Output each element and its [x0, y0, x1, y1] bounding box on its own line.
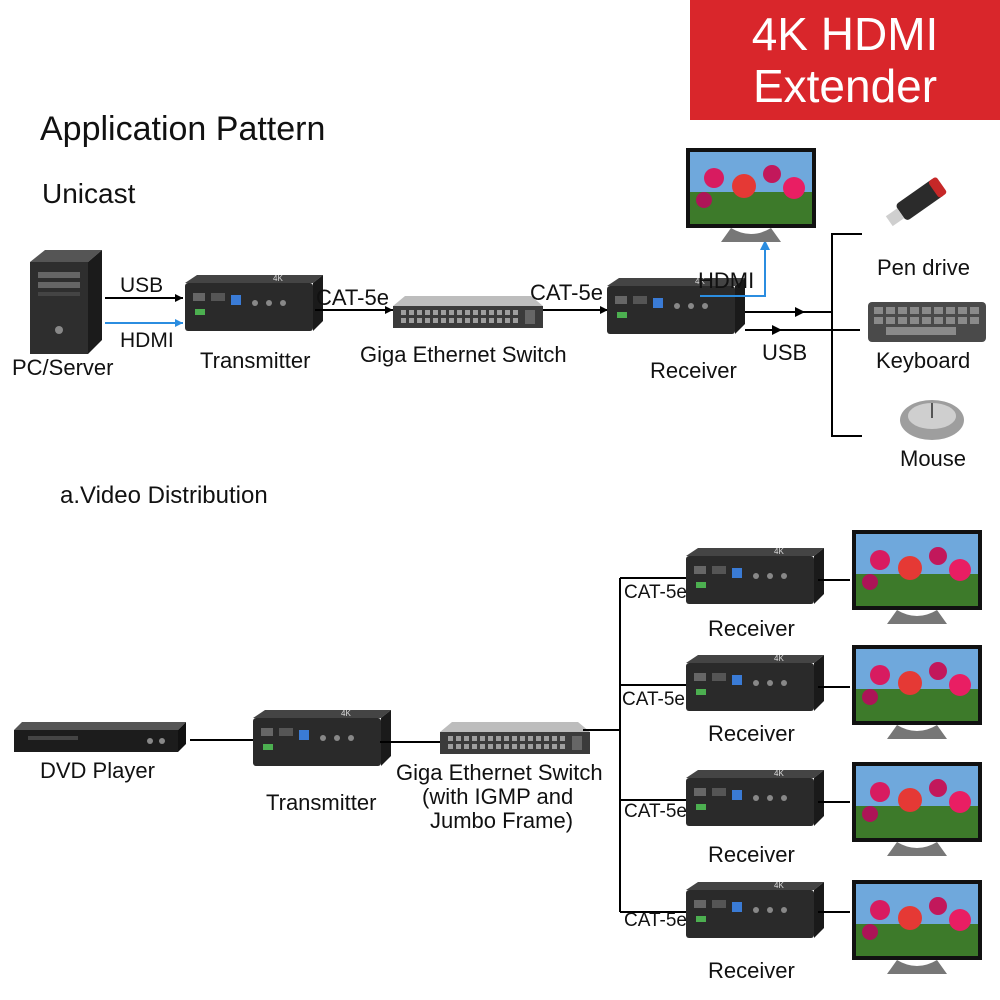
switch-label: Giga Ethernet Switch	[360, 342, 567, 367]
switch-label-line-2: (with IGMP and	[422, 784, 574, 809]
dvd-label: DVD Player	[40, 758, 155, 783]
keyboard-label: Keyboard	[876, 348, 971, 373]
monitor-icon	[686, 148, 816, 242]
keyboard-icon	[868, 302, 986, 342]
monitor-icon	[852, 880, 982, 974]
receiver-device-icon	[686, 769, 824, 826]
transmitter-device-icon	[185, 274, 323, 331]
cable-label: CAT-5e	[624, 910, 688, 931]
hdmi-in-label: HDMI	[120, 329, 174, 352]
product-banner: 4K HDMI Extender	[690, 0, 1000, 120]
transmitter-label: Transmitter	[266, 790, 377, 815]
receiver-label: Receiver	[708, 616, 795, 641]
dvd-player-icon	[14, 722, 186, 752]
mouse-icon	[900, 400, 964, 440]
transmitter-device-icon	[253, 709, 391, 766]
usb-out-label: USB	[762, 340, 808, 365]
usb-drive-icon	[885, 177, 947, 227]
usb-in-label: USB	[120, 274, 164, 297]
mouse-label: Mouse	[900, 446, 967, 471]
switch-label-line-1: Giga Ethernet Switch	[396, 760, 603, 785]
receiver-device-icon	[686, 547, 824, 604]
receiver-label: Receiver	[708, 842, 795, 867]
receiver-device-icon	[686, 654, 824, 711]
distribution-heading: a.Video Distribution	[60, 482, 268, 509]
banner-line-1: 4K HDMI	[751, 8, 939, 60]
page-title: Application Pattern	[40, 110, 326, 148]
switch-label-line-3: Jumbo Frame)	[430, 808, 574, 833]
monitor-icon	[852, 530, 982, 624]
cable-label: CAT-5e	[624, 582, 688, 603]
receiver-label: Receiver	[650, 358, 737, 383]
pc-label: PC/Server	[12, 355, 114, 380]
monitor-icon	[852, 762, 982, 856]
receiver-label: Receiver	[708, 958, 795, 983]
cat-label-b: CAT-5e	[530, 280, 603, 305]
network-switch-icon	[440, 722, 590, 754]
pc-tower-icon	[30, 250, 102, 354]
banner-line-2: Extender	[752, 60, 938, 112]
receiver-label: Receiver	[708, 721, 795, 746]
receiver-device-icon	[686, 881, 824, 938]
cable-label: CAT-5e	[622, 689, 686, 710]
unicast-heading: Unicast	[42, 178, 136, 209]
hdmi-out-label: HDMI	[698, 268, 755, 293]
cat-label-a: CAT-5e	[316, 285, 389, 310]
hdmi-line-out	[700, 245, 766, 297]
network-switch-icon	[393, 296, 543, 328]
pen-drive-label: Pen drive	[877, 255, 970, 280]
usb-bus	[831, 233, 862, 437]
monitor-icon	[852, 645, 982, 739]
transmitter-label: Transmitter	[200, 348, 311, 373]
cable-label: CAT-5e	[624, 801, 688, 822]
